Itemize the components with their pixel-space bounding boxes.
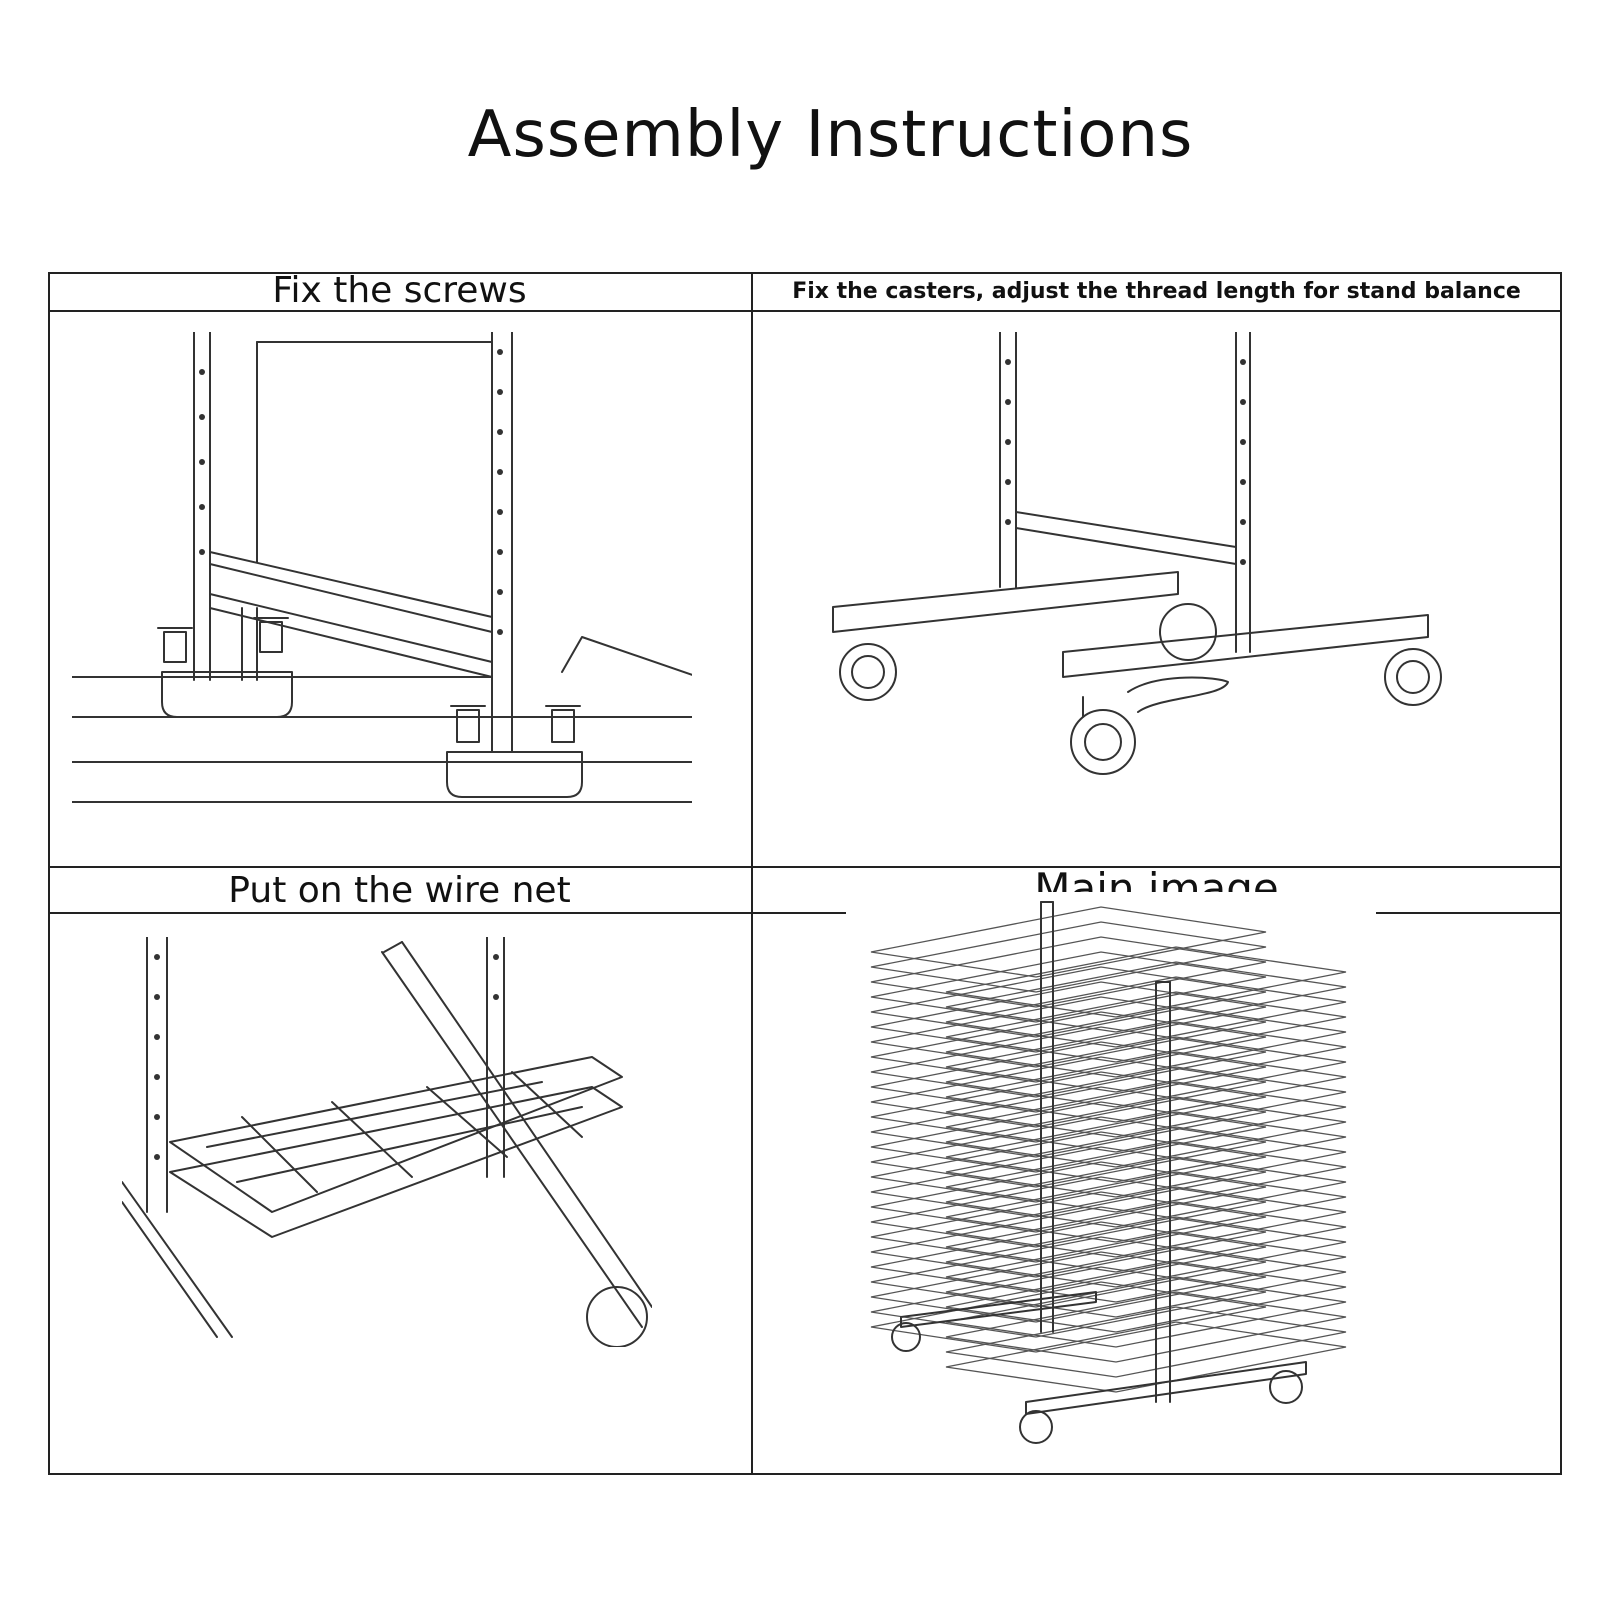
- wire-shelf: [945, 1081, 1347, 1153]
- grid-line: [48, 912, 1562, 914]
- wire-shelf: [870, 1071, 1267, 1143]
- wire-shelf: [945, 1036, 1347, 1108]
- wire-shelf: [945, 1156, 1347, 1228]
- wire-shelf: [870, 1146, 1267, 1218]
- grid-line: [48, 1473, 1562, 1475]
- grid-line: [751, 272, 753, 1475]
- wire-shelf: [870, 1161, 1267, 1233]
- wire-shelf: [870, 1221, 1267, 1293]
- wire-shelf: [870, 906, 1267, 978]
- wire-shelf: [945, 1276, 1347, 1348]
- wire-shelf: [870, 1041, 1267, 1113]
- wire-shelf: [870, 1176, 1267, 1248]
- wire-shelf: [870, 1011, 1267, 1083]
- screws-diagram: [72, 332, 692, 844]
- wire-shelf: [945, 1246, 1347, 1318]
- wire-shelf: [870, 1116, 1267, 1188]
- wire-shelf: [870, 1101, 1267, 1173]
- wire-shelf: [870, 1086, 1267, 1158]
- wire-shelf: [945, 1186, 1347, 1258]
- wire-shelf: [870, 1251, 1267, 1323]
- wire-shelf: [870, 996, 1267, 1068]
- wire-shelf: [870, 1026, 1267, 1098]
- wire-shelf: [945, 1321, 1347, 1393]
- wire-shelf: [945, 1141, 1347, 1213]
- wire-shelf: [870, 966, 1267, 1038]
- wire-shelf: [945, 961, 1347, 1033]
- wire-net-diagram: [122, 937, 652, 1347]
- step-1-label: Fix the screws: [272, 270, 527, 311]
- wire-shelf: [870, 951, 1267, 1023]
- wire-shelf: [945, 1096, 1347, 1168]
- step-3-label: Put on the wire net: [228, 870, 571, 911]
- wire-shelf: [945, 991, 1347, 1063]
- wire-shelf: [945, 1261, 1347, 1333]
- wire-shelf: [945, 1291, 1347, 1363]
- wire-shelf: [945, 1306, 1347, 1378]
- wire-shelf: [945, 1066, 1347, 1138]
- wire-shelf: [945, 1021, 1347, 1093]
- step-2-label: Fix the casters, adjust the thread lengt…: [792, 279, 1521, 304]
- wire-shelf: [945, 1171, 1347, 1243]
- wire-shelf: [945, 1231, 1347, 1303]
- grid-line: [1560, 272, 1562, 1475]
- wire-shelf: [870, 1206, 1267, 1278]
- wire-shelf: [945, 1201, 1347, 1273]
- wire-shelf: [870, 921, 1267, 993]
- grid-line: [48, 272, 50, 1475]
- wire-shelf: [945, 1051, 1347, 1123]
- page-title: Assembly Instructions: [467, 98, 1194, 172]
- grid-line: [48, 310, 1562, 312]
- wire-shelf: [870, 1056, 1267, 1128]
- wire-shelf: [870, 981, 1267, 1053]
- grid-line: [48, 866, 1562, 868]
- wire-shelf: [945, 1216, 1347, 1288]
- wire-shelf: [870, 1191, 1267, 1263]
- wire-shelf: [945, 1006, 1347, 1078]
- wire-shelf: [945, 1111, 1347, 1183]
- wire-shelf: [945, 946, 1347, 1018]
- wire-shelf: [945, 1126, 1347, 1198]
- wire-shelf: [870, 936, 1267, 1008]
- wire-shelf: [870, 1236, 1267, 1308]
- instruction-grid: Fix the screws Fix the casters, adjust t…: [48, 270, 1562, 1475]
- casters-diagram: [828, 332, 1458, 852]
- wire-shelf: [870, 1266, 1267, 1338]
- wire-shelf: [870, 1131, 1267, 1203]
- wire-shelf: [870, 1281, 1267, 1353]
- drying-rack-main-image: [846, 892, 1376, 1452]
- grid-line: [48, 272, 1562, 274]
- wire-shelf: [945, 976, 1347, 1048]
